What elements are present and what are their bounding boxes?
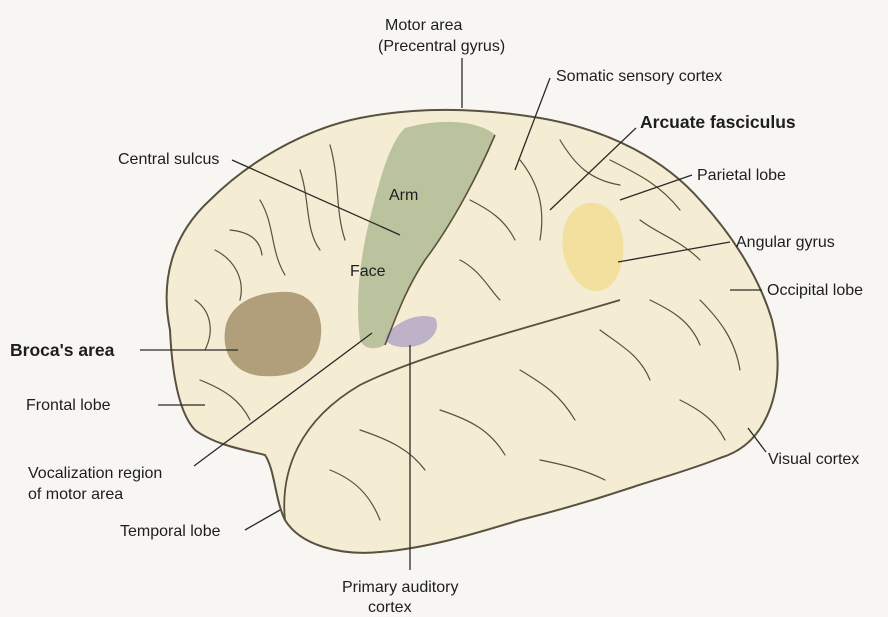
somatic-sensory-label: Somatic sensory cortex: [556, 67, 722, 86]
vocalization-label: Vocalization region: [28, 464, 162, 483]
frontal-lobe-label: Frontal lobe: [26, 396, 111, 415]
temporal-lobe-label: Temporal lobe: [120, 522, 221, 541]
motor-area-label: Motor area: [385, 16, 545, 35]
brocas-area-label: Broca's area: [10, 341, 114, 360]
vocalization-sublabel: of motor area: [28, 485, 123, 504]
arcuate-fasciculus-label: Arcuate fasciculus: [640, 113, 796, 132]
parietal-lobe-label: Parietal lobe: [697, 166, 786, 185]
auditory-label: Primary auditory: [342, 578, 458, 597]
occipital-lobe-label: Occipital lobe: [767, 281, 863, 300]
face-label: Face: [350, 262, 386, 281]
auditory-sublabel: cortex: [368, 598, 412, 617]
visual-cortex-label: Visual cortex: [768, 450, 859, 469]
arm-label: Arm: [389, 186, 418, 205]
central-sulcus-label: Central sulcus: [118, 150, 219, 169]
motor-area-sublabel: (Precentral gyrus): [378, 37, 505, 56]
angular-gyrus-label: Angular gyrus: [736, 233, 835, 252]
